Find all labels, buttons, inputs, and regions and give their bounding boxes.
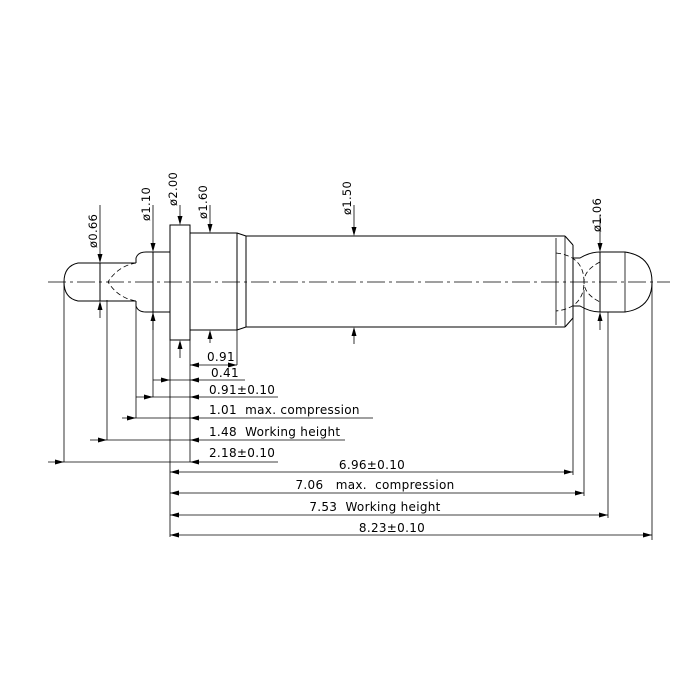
- dim-front-max-compression: 7.06 max. compression: [295, 478, 454, 492]
- flange: [169, 224, 191, 341]
- extension-lines: [63, 282, 653, 540]
- dim-barrel-length: 6.96±0.10: [339, 458, 405, 472]
- front-plunger-hidden: [583, 261, 601, 303]
- dia-label-tip: ø0.66: [86, 214, 100, 248]
- neck: [189, 232, 238, 331]
- dim-neck-length: 0.91: [207, 350, 235, 364]
- dim-rear-max-compression: 1.01 max. compression: [209, 403, 360, 417]
- dim-flange-thickness: 0.41: [211, 366, 239, 380]
- dim-rear-total: 2.18±0.10: [209, 446, 275, 460]
- dia-label-rear-shoulder: ø1.10: [139, 187, 153, 221]
- dim-overall-length: 8.23±0.10: [359, 521, 425, 535]
- dia-label-barrel: ø1.50: [340, 181, 354, 215]
- rear-dimensions: [48, 362, 373, 465]
- overall-dimensions: [170, 469, 652, 538]
- dim-front-working-height: 7.53 Working height: [309, 500, 440, 514]
- pin-body: [63, 224, 653, 341]
- dia-label-neck: ø1.60: [196, 185, 210, 219]
- dim-rear-working-height: 1.48 Working height: [209, 425, 340, 439]
- diameter-leaders: [97, 205, 603, 358]
- dia-label-front-plunger: ø1.06: [590, 198, 604, 232]
- dia-label-flange: ø2.00: [166, 172, 180, 206]
- rear-plunger-hidden-arc: [107, 262, 137, 302]
- dim-rear-stroke: 0.91±0.10: [209, 383, 275, 397]
